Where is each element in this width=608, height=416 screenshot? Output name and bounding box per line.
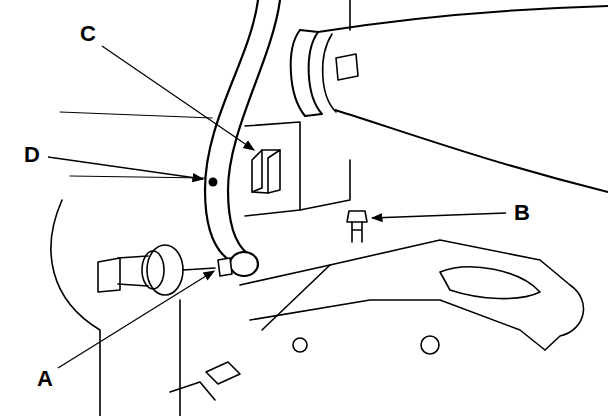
plate-edge	[349, 0, 351, 30]
hose-clamp	[300, 30, 322, 116]
white-mark-dot	[209, 178, 218, 187]
sensor-body	[183, 268, 215, 270]
bracket	[262, 265, 330, 330]
large-hose	[335, 110, 608, 192]
hose-end	[230, 252, 258, 276]
plate-edge	[300, 160, 350, 210]
housing-detail	[170, 382, 215, 400]
small-hose	[228, 0, 280, 254]
hose-clip	[252, 150, 280, 193]
engine-parts	[51, 0, 608, 416]
leader-line	[102, 46, 254, 150]
boss	[421, 336, 439, 354]
callout-letter: D	[24, 144, 40, 166]
bolt-head	[347, 211, 367, 222]
hose-clamp	[323, 34, 336, 112]
bracket	[240, 240, 583, 350]
housing-edge	[51, 200, 100, 416]
hose-clamp	[291, 30, 305, 116]
sensor-body	[118, 256, 148, 286]
port-fitting	[218, 258, 232, 276]
bracket-slot	[440, 267, 540, 299]
callout-letter: C	[80, 23, 96, 45]
housing-detail	[206, 362, 240, 384]
housing-edge	[179, 300, 181, 416]
background-line	[60, 112, 212, 118]
hose-clip	[268, 150, 280, 193]
mount-block	[245, 122, 300, 216]
clamp-tab	[336, 54, 358, 80]
bolt-shank	[352, 222, 362, 242]
callout-letter: A	[37, 368, 53, 390]
leader-lines	[48, 46, 506, 368]
boss	[293, 338, 307, 352]
callout-letter: B	[514, 202, 530, 224]
hose-clip	[252, 150, 262, 192]
sensor-connector	[98, 258, 120, 292]
leader-line	[58, 271, 214, 368]
leader-line	[372, 213, 506, 218]
large-hose	[318, 6, 608, 32]
leader-line	[48, 157, 203, 179]
sensor-flange	[147, 245, 183, 295]
